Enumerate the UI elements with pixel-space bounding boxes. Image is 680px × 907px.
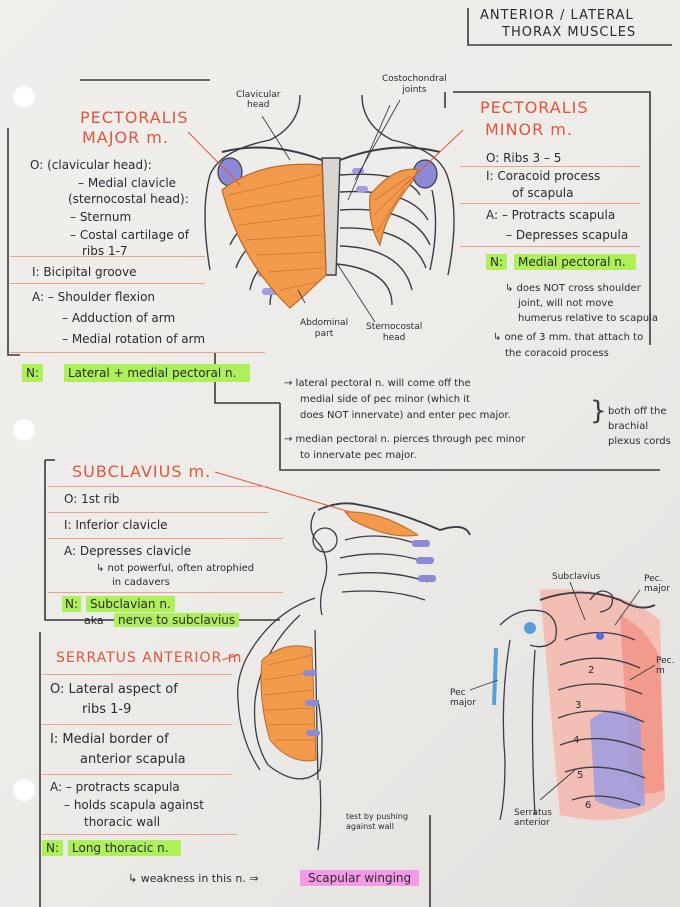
pec-minor-heading: PECTORALIS <box>480 98 589 117</box>
rib-marks <box>303 670 320 736</box>
rib-number: 4 <box>573 735 580 746</box>
pec-major-heading: PECTORALIS <box>80 108 189 127</box>
pec-major-nerve: Lateral + medial pectoral n. <box>64 364 251 382</box>
pec-major-nerve-label: N: <box>22 364 44 382</box>
muscle-fibers <box>227 174 325 291</box>
serratus-action: A: – protracts scapula <box>50 780 180 794</box>
pec-major-origin: ribs 1-7 <box>82 244 128 258</box>
pec-minor-origin: O: Ribs 3 – 5 <box>486 151 562 165</box>
serratus-origin: O: Lateral aspect of <box>50 682 178 697</box>
scapular-winging: Scapular winging <box>300 870 420 886</box>
serratus-action: – holds scapula against <box>64 798 204 812</box>
serratus-weakness: ↳ weakness in this n. ⇒ <box>128 872 259 885</box>
subclavius-action-note: in cadavers <box>112 577 170 588</box>
pec-major-origin: (sternocostal head): <box>68 192 189 206</box>
binder-hole <box>12 85 36 109</box>
pectoral-note: medial side of pec minor (which it <box>300 394 470 405</box>
rib-number: 3 <box>575 700 582 711</box>
pectoral-note: to innervate pec major. <box>300 450 417 461</box>
subclavius-aka-label: aka <box>84 614 104 627</box>
subclavius-muscle <box>343 511 420 537</box>
page-title-line1: ANTERIOR / LATERAL <box>480 8 634 23</box>
serratus-nerve: Long thoracic n. <box>68 840 181 856</box>
pec-minor-insertion: I: Coracoid process <box>486 169 601 183</box>
subclavius-insertion: I: Inferior clavicle <box>64 518 168 532</box>
pec-major-origin: – Sternum <box>70 210 132 224</box>
subclavius-action: A: Depresses clavicle <box>64 544 192 558</box>
heading-pointer-line <box>214 471 351 513</box>
costal-cartilage-marks <box>412 540 436 582</box>
muscle-fibers <box>373 175 411 233</box>
label-pec-minor: Pec.m <box>656 656 675 676</box>
serratus-anterior-muscle <box>260 645 317 762</box>
serratus-insertion: I: Medial border of <box>50 732 169 747</box>
subclavius-action-note: ↳ not powerful, often atrophied <box>96 563 255 574</box>
label-pec-major-top: Pec.major <box>644 574 670 594</box>
serratus-heading: SERRATUS ANTERIOR m. <box>56 650 248 666</box>
binder-hole <box>12 418 36 442</box>
serratus-action: thoracic wall <box>84 815 161 829</box>
rib-number: 2 <box>588 665 595 676</box>
heading-pointer-lines <box>187 129 464 186</box>
label-leader-lines <box>261 99 401 323</box>
pec-major-action: – Medial rotation of arm <box>62 332 206 346</box>
serratus-nerve-label: N: <box>42 840 64 856</box>
pectoral-note: → lateral pectoral n. will come off the <box>284 378 471 389</box>
rib-number: 6 <box>585 800 592 811</box>
pec-major-muscle <box>221 163 327 309</box>
pec-minor-note: the coracoid process <box>505 348 609 359</box>
pec-major-insertion: I: Bicipital groove <box>32 265 137 279</box>
pec-minor-note: ↳ does NOT cross shoulder <box>505 283 641 294</box>
pec-major-action: A: – Shoulder flexion <box>32 290 156 304</box>
lateral-thorax-diagram <box>469 581 665 821</box>
pec-minor-action: – Depresses scapula <box>506 228 629 242</box>
serratus-origin: ribs 1-9 <box>82 702 132 717</box>
pectoral-note: does NOT innervate) and enter pec major. <box>300 410 511 421</box>
serratus-insertion: anterior scapula <box>80 752 186 767</box>
pec-minor-action: A: – Protracts scapula <box>486 208 616 222</box>
pec-minor-insertion: of scapula <box>512 186 574 200</box>
pec-minor-heading-2: MINOR m. <box>485 120 573 139</box>
rib-number: 5 <box>577 770 584 781</box>
pec-minor-note: joint, will not move <box>518 298 614 309</box>
pec-minor-nerve: Medial pectoral n. <box>514 254 636 270</box>
pec-major-heading-2: MAJOR m. <box>82 128 169 147</box>
page-title-line2: THORAX MUSCLES <box>502 25 637 40</box>
pec-minor-muscle <box>369 168 419 247</box>
pec-major-origin: – Medial clavicle <box>78 176 177 190</box>
heading-pointer-line <box>221 654 239 661</box>
pec-minor-note: ↳ one of 3 mm. that attach to <box>493 332 644 343</box>
label-subclavius: Subclavius <box>552 572 601 582</box>
subclavius-nerve-label: N: <box>62 596 82 612</box>
subclavius-aka: nerve to subclavius <box>114 613 240 627</box>
subclavius-nerve: Subclavian n. <box>86 596 175 612</box>
brace-icon: } <box>590 396 607 426</box>
pec-major-action: – Adduction of arm <box>62 311 176 325</box>
subclavius-heading: SUBCLAVIUS m. <box>72 462 212 481</box>
subclavius-origin: O: 1st rib <box>64 492 120 506</box>
pec-major-origin: O: (clavicular head): <box>30 158 152 172</box>
pec-major-origin: – Costal cartilage of <box>70 228 189 242</box>
binder-hole <box>12 778 36 802</box>
pec-minor-note: humerus relative to scapula <box>518 313 658 324</box>
pec-minor-nerve-label: N: <box>486 254 508 270</box>
pectoral-note: → median pectoral n. pierces through pec… <box>284 434 526 445</box>
